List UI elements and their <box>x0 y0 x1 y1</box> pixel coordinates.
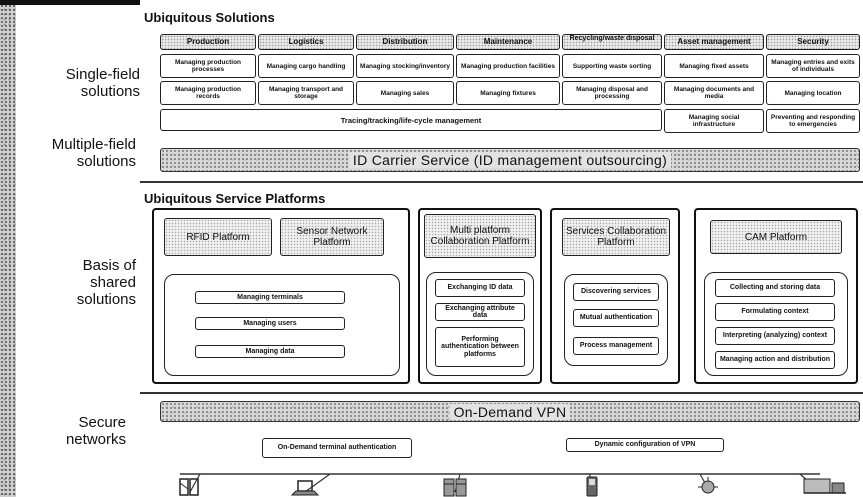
column-header-security: Security <box>766 34 860 50</box>
cam-platform-panel: CAM Platform Collecting and storing data… <box>694 208 858 384</box>
cell-stocking-inventory: Managing stocking/inventory <box>356 54 454 78</box>
services-functions-panel: Discovering services Mutual authenticati… <box>564 274 668 366</box>
terminal-authentication-box: On-Demand terminal authentication <box>262 438 412 458</box>
secure-networks-label: Secure networks <box>65 414 126 448</box>
cell-social-infrastructure: Managing social infrastructure <box>664 109 764 133</box>
service-platforms-title: Ubiquitous Service Platforms <box>144 191 326 206</box>
cell-production-records: Managing production records <box>160 81 256 105</box>
services-collaboration-box: Services Collaboration Platform <box>562 218 670 256</box>
single-field-label: Single-field solutions <box>65 66 140 100</box>
cell-cargo-handling: Managing cargo handling <box>258 54 354 78</box>
cell-entries-exits: Managing entries and exits of individual… <box>766 54 860 78</box>
divider-platforms <box>140 392 863 394</box>
multi-platform-panel: Multi platform Collaboration Platform Ex… <box>418 208 542 384</box>
divider-solutions <box>140 181 863 183</box>
rfid-sensor-platform-panel: RFID Platform Sensor Network Platform Ma… <box>152 208 410 384</box>
on-demand-vpn-band: On-Demand VPN <box>160 401 860 422</box>
func-interpreting-context: Interpreting (analyzing) context <box>715 327 835 345</box>
column-header-logistics: Logistics <box>258 34 354 50</box>
column-header-recycling: Recycling/waste disposal <box>562 34 662 50</box>
func-discovering-services: Discovering services <box>573 283 659 301</box>
func-managing-terminals: Managing terminals <box>195 291 345 304</box>
rfid-platform-box: RFID Platform <box>164 218 272 256</box>
multiple-field-label: Multiple-field solutions <box>51 136 136 170</box>
cell-transport-storage: Managing transport and storage <box>258 81 354 105</box>
multi-functions-panel: Exchanging ID data Exchanging attribute … <box>426 272 534 376</box>
sensor-device-icon <box>690 475 726 497</box>
func-mutual-authentication: Mutual authentication <box>573 309 659 327</box>
on-demand-vpn-label: On-Demand VPN <box>449 403 571 420</box>
func-exchanging-id: Exchanging ID data <box>435 279 525 297</box>
shared-solutions-label: Basis of shared solutions <box>76 257 136 308</box>
column-header-distribution: Distribution <box>356 34 454 50</box>
cell-waste-sorting: Supporting waste sorting <box>562 54 662 78</box>
services-collaboration-panel: Services Collaboration Platform Discover… <box>550 208 680 384</box>
laptop-device-icon <box>288 475 324 497</box>
sensor-functions-panel: Managing terminals Managing users Managi… <box>164 274 400 376</box>
id-carrier-service-band: ID Carrier Service (ID management outsou… <box>160 148 860 172</box>
mobile-phone-device-icon <box>574 475 610 497</box>
cell-fixtures: Managing fixtures <box>456 81 560 105</box>
id-carrier-service-label: ID Carrier Service (ID management outsou… <box>348 152 672 168</box>
network-connection-lines <box>180 473 821 493</box>
func-formulating-context: Formulating context <box>715 303 835 321</box>
cell-documents-media: Managing documents and media <box>664 81 764 105</box>
func-process-management: Process management <box>573 337 659 355</box>
multi-platform-collaboration-box: Multi platform Collaboration Platform <box>424 214 536 258</box>
column-header-maintenance: Maintenance <box>456 34 560 50</box>
cell-production-processes: Managing production processes <box>160 54 256 78</box>
cell-fixed-assets: Managing fixed assets <box>664 54 764 78</box>
column-header-asset-management: Asset management <box>664 34 764 50</box>
func-authentication-platforms: Performing authentication between platfo… <box>435 327 525 367</box>
cell-production-facilities: Managing production facilities <box>456 54 560 78</box>
halftone-left-strip <box>0 0 16 497</box>
vehicle-terminal-device-icon <box>800 475 852 497</box>
ubiquitous-solutions-title: Ubiquitous Solutions <box>144 10 275 25</box>
server-device-icon <box>438 475 474 497</box>
cam-platform-box: CAM Platform <box>710 220 842 254</box>
func-managing-action: Managing action and distribution <box>715 351 835 369</box>
cell-location: Managing location <box>766 81 860 105</box>
func-managing-users: Managing users <box>195 317 345 330</box>
cell-sales: Managing sales <box>356 81 454 105</box>
column-header-production: Production <box>160 34 256 50</box>
top-bar-decoration <box>0 0 140 5</box>
tracing-tracking-bar: Tracing/tracking/life-cycle management <box>160 109 662 131</box>
func-collecting-storing: Collecting and storing data <box>715 279 835 297</box>
cam-functions-panel: Collecting and storing data Formulating … <box>704 272 848 376</box>
cell-emergencies: Preventing and responding to emergencies <box>766 109 860 133</box>
func-exchanging-attribute: Exchanging attribute data <box>435 303 525 321</box>
func-managing-data: Managing data <box>195 345 345 358</box>
rfid-tag-device-icon <box>174 475 210 497</box>
cell-disposal-processing: Managing disposal and processing <box>562 81 662 105</box>
sensor-network-platform-box: Sensor Network Platform <box>280 218 384 256</box>
dynamic-vpn-config-box: Dynamic configuration of VPN <box>566 438 724 452</box>
